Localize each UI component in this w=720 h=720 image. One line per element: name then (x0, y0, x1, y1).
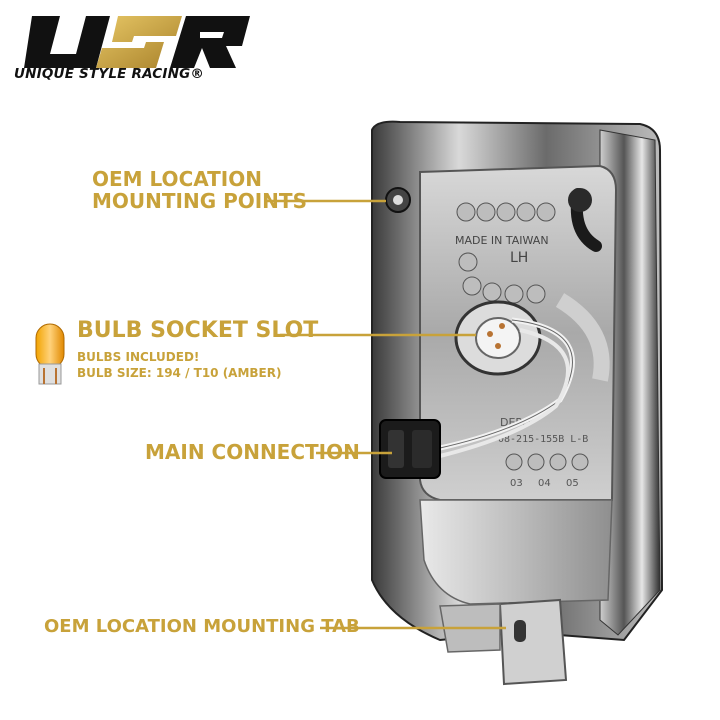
callout-bulb-socket-details: BULBS INCLUDED! BULB SIZE: 194 / T10 (AM… (77, 349, 318, 381)
date-code-dials (456, 202, 589, 471)
usr-logo-icon (14, 14, 254, 84)
callout-mounting-points: OEM LOCATION MOUNTING POINTS (92, 168, 307, 212)
bulb-socket (454, 300, 542, 376)
made-in-text: MADE IN TAIWAN (455, 234, 549, 247)
bulb-size-text: BULB SIZE: 194 / T10 (AMBER) (77, 366, 282, 381)
brand-tagline: UNIQUE STYLE RACING® (14, 66, 205, 82)
side-marking: LH (510, 250, 528, 266)
main-connector (379, 419, 441, 479)
leader-lines (264, 199, 506, 630)
callout-main-connection: MAIN CONNECTION (145, 440, 360, 464)
date-code-1: 03 (510, 478, 523, 489)
date-code-3: 05 (566, 478, 579, 489)
part-number-text: 08-215-155B L-B (498, 434, 588, 445)
callout-mounting-points-line1: OEM LOCATION (92, 167, 262, 191)
housing-lower (419, 499, 613, 605)
mounting-tab (439, 598, 568, 686)
bulbs-included-text: BULBS INCLUDED! (77, 350, 200, 365)
callout-bulb-socket-title: BULB SOCKET SLOT (77, 318, 319, 343)
callout-mounting-points-line2: MOUNTING POINTS (92, 189, 307, 213)
callout-mounting-tab: OEM LOCATION MOUNTING TAB (44, 616, 360, 637)
amber-bulb-icon (30, 322, 70, 388)
date-code-2: 04 (538, 478, 551, 489)
callout-bulb-socket: BULB SOCKET SLOT BULBS INCLUDED! BULB SI… (77, 318, 319, 382)
